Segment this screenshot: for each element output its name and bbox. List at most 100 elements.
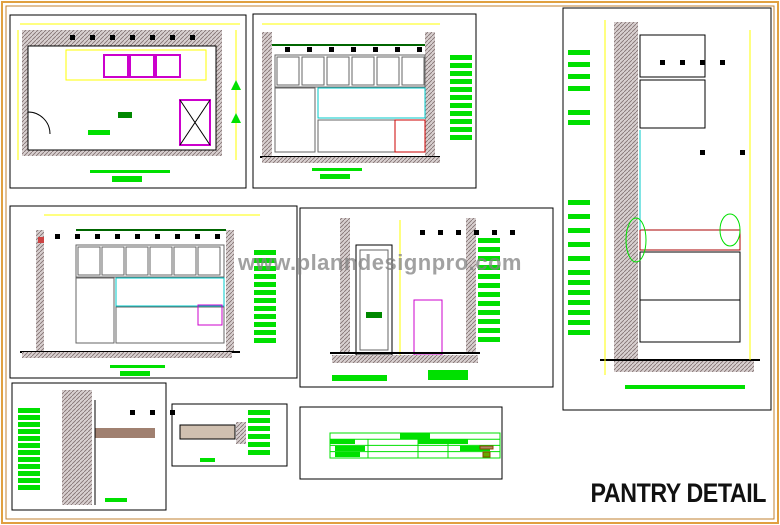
dimension-marker xyxy=(95,234,100,239)
panel-section-b xyxy=(9,205,298,379)
drawer-unit xyxy=(394,119,426,153)
annotation-tag xyxy=(366,312,382,318)
annotation-tag xyxy=(254,338,276,343)
annotation-tag xyxy=(248,426,270,431)
dimension-marker xyxy=(492,230,497,235)
annotation-tag xyxy=(568,62,590,67)
dimension-marker xyxy=(700,60,705,65)
annotation-tag xyxy=(18,471,40,476)
cabinet-door xyxy=(125,246,149,276)
annotation-tag xyxy=(88,130,110,135)
annotation-tag xyxy=(254,290,276,295)
cabinet-door xyxy=(197,246,221,276)
annotation-tag xyxy=(568,110,590,115)
dimension-marker xyxy=(115,234,120,239)
annotation-tag xyxy=(248,418,270,423)
panel-detail-1 xyxy=(11,382,167,511)
dimension-marker xyxy=(285,47,290,52)
cabinet-door xyxy=(401,56,425,86)
annotation-tag xyxy=(568,256,590,261)
schedule-cell xyxy=(335,446,365,451)
annotation-tag xyxy=(478,301,500,306)
wall-hatch xyxy=(425,32,435,157)
annotation-tag xyxy=(568,74,590,79)
annotation-tag xyxy=(254,274,276,279)
schedule-cell xyxy=(330,439,355,444)
view-label xyxy=(200,458,215,462)
tall-unit xyxy=(274,87,316,153)
floor-hatch xyxy=(614,360,754,372)
annotation-tag xyxy=(450,63,472,68)
dimension-marker xyxy=(190,35,195,40)
annotation-tag xyxy=(18,415,40,420)
annotation-tag xyxy=(478,328,500,333)
view-label-underline xyxy=(90,170,170,173)
sink xyxy=(197,304,223,326)
dimension-marker xyxy=(170,410,175,415)
dimension-marker xyxy=(438,230,443,235)
wall-hatch xyxy=(340,218,350,353)
cabinet-door xyxy=(101,246,125,276)
panel-pantry-section xyxy=(562,7,772,411)
cabinet-door xyxy=(77,246,101,276)
annotation-tag xyxy=(254,322,276,327)
schedule-cell xyxy=(460,446,490,451)
annotation-tag xyxy=(478,310,500,315)
annotation-tag xyxy=(118,112,132,118)
panel-furniture-layout-plan xyxy=(9,14,247,189)
view-label-scale xyxy=(120,371,150,376)
schedule-header xyxy=(400,433,430,439)
panel-section-a xyxy=(252,13,477,189)
dimension-marker xyxy=(170,35,175,40)
annotation-tag xyxy=(18,408,40,413)
annotation-tag xyxy=(450,95,472,100)
door-swing xyxy=(27,111,51,135)
base-cabinet xyxy=(413,299,443,356)
dimension-marker xyxy=(307,47,312,52)
dimension-marker xyxy=(680,60,685,65)
annotation-tag xyxy=(248,434,270,439)
annotation-tag xyxy=(568,242,590,247)
annotation-tag xyxy=(18,464,40,469)
annotation-tag xyxy=(478,283,500,288)
annotation-tag xyxy=(478,238,500,243)
sheet-border-inner xyxy=(5,5,775,520)
annotation-tag xyxy=(248,410,270,415)
view-label-scale xyxy=(112,176,142,182)
upper-cabinets xyxy=(75,244,225,278)
counter xyxy=(65,49,207,81)
wall-hatch xyxy=(614,22,638,367)
upper-cabinets xyxy=(274,54,426,88)
cabinet xyxy=(103,54,129,78)
annotation-tag xyxy=(478,274,500,279)
cabinet-door xyxy=(173,246,197,276)
cabinet-door xyxy=(301,56,325,86)
wall-hatch xyxy=(466,218,476,353)
dimension-marker xyxy=(329,47,334,52)
detail-callout xyxy=(719,213,741,247)
annotation-tag xyxy=(18,478,40,483)
base-cabinet xyxy=(639,251,741,343)
dimension-marker xyxy=(90,35,95,40)
dimension-marker xyxy=(130,35,135,40)
annotation-tag xyxy=(450,103,472,108)
upper-cabinet xyxy=(639,34,706,78)
view-label xyxy=(312,168,362,171)
floor-hatch xyxy=(332,355,478,363)
marker xyxy=(38,237,44,243)
floor-hatch xyxy=(22,352,232,358)
detail-callout xyxy=(625,217,647,263)
wall-hatch xyxy=(36,230,44,352)
dimension-marker xyxy=(740,150,745,155)
panel-section-c xyxy=(299,207,554,388)
annotation-tag xyxy=(18,485,40,490)
annotation-tag xyxy=(450,55,472,60)
dimension-marker xyxy=(195,234,200,239)
dimension-marker xyxy=(150,410,155,415)
annotation-tag xyxy=(254,250,276,255)
annotation-tag xyxy=(478,292,500,297)
view-label xyxy=(332,375,387,381)
dimension-marker xyxy=(351,47,356,52)
dimension-marker xyxy=(700,150,705,155)
view-label xyxy=(625,385,745,389)
